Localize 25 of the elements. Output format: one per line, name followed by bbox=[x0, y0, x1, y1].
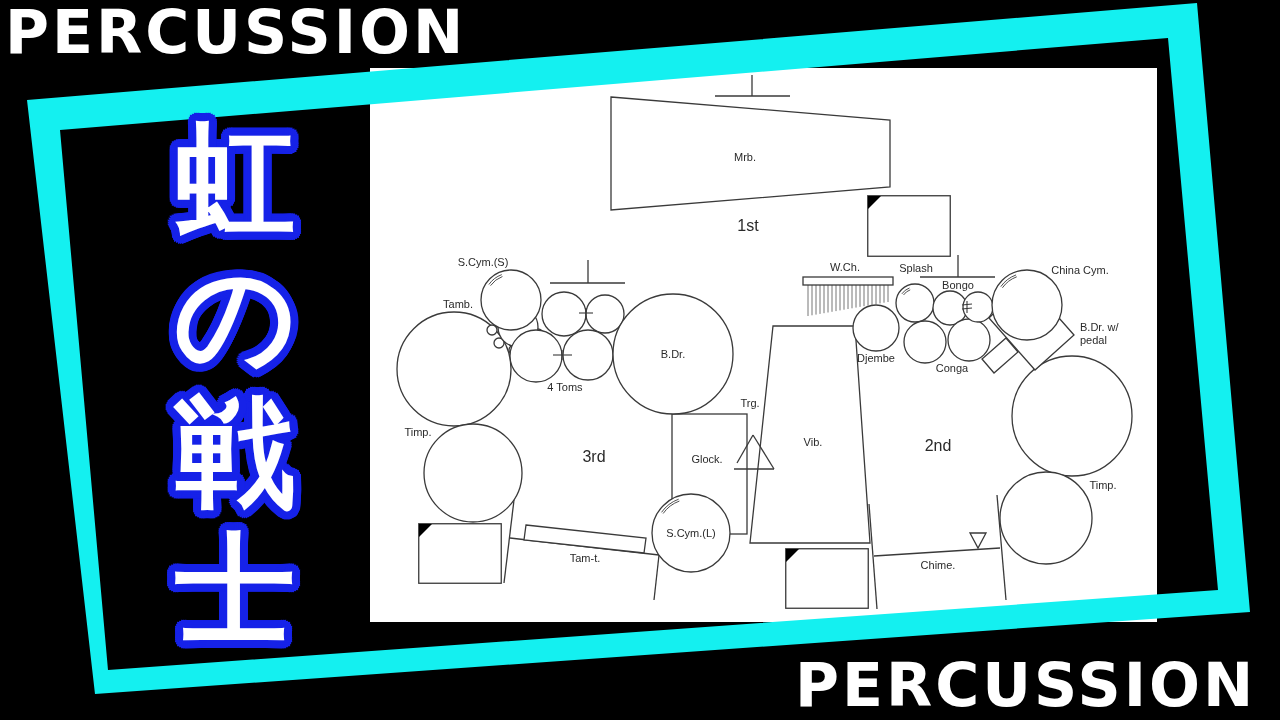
instrument-label: Tamb. bbox=[443, 297, 473, 311]
instrument-label: S.Cym.(S) bbox=[457, 255, 509, 269]
instrument-label: Djembe bbox=[857, 351, 895, 365]
area-label: 3rd bbox=[582, 448, 606, 466]
area-label: 1st bbox=[737, 217, 759, 235]
instrument-label: Trg. bbox=[740, 396, 760, 410]
instrument-label: B.Dr. bbox=[660, 347, 686, 361]
instrument-label: Glock. bbox=[691, 452, 723, 466]
instrument-label: Timp. bbox=[404, 425, 432, 439]
instrument-label: Timp. bbox=[1089, 478, 1117, 492]
heading-text: PERCUSSION bbox=[795, 655, 1257, 715]
instrument-label: Splash bbox=[899, 261, 933, 275]
instrument-label: Tam-t. bbox=[569, 551, 601, 565]
instrument-label: Conga bbox=[935, 361, 969, 375]
instrument-label: China Cym. bbox=[1051, 263, 1109, 277]
instrument-label: Bongo bbox=[942, 278, 974, 292]
instrument-label: Vib. bbox=[803, 435, 823, 449]
instrument-label: B.Dr. w/ pedal bbox=[1080, 321, 1120, 347]
instrument-label: S.Cym.(L) bbox=[666, 526, 716, 540]
instrument-label: 4 Toms bbox=[547, 380, 583, 394]
instrument-label: W.Ch. bbox=[830, 260, 860, 274]
instrument-label: Chime. bbox=[920, 558, 956, 572]
instrument-label: Mrb. bbox=[734, 150, 756, 164]
area-label: 2nd bbox=[924, 437, 952, 455]
heading-text: PERCUSSION bbox=[5, 2, 467, 62]
